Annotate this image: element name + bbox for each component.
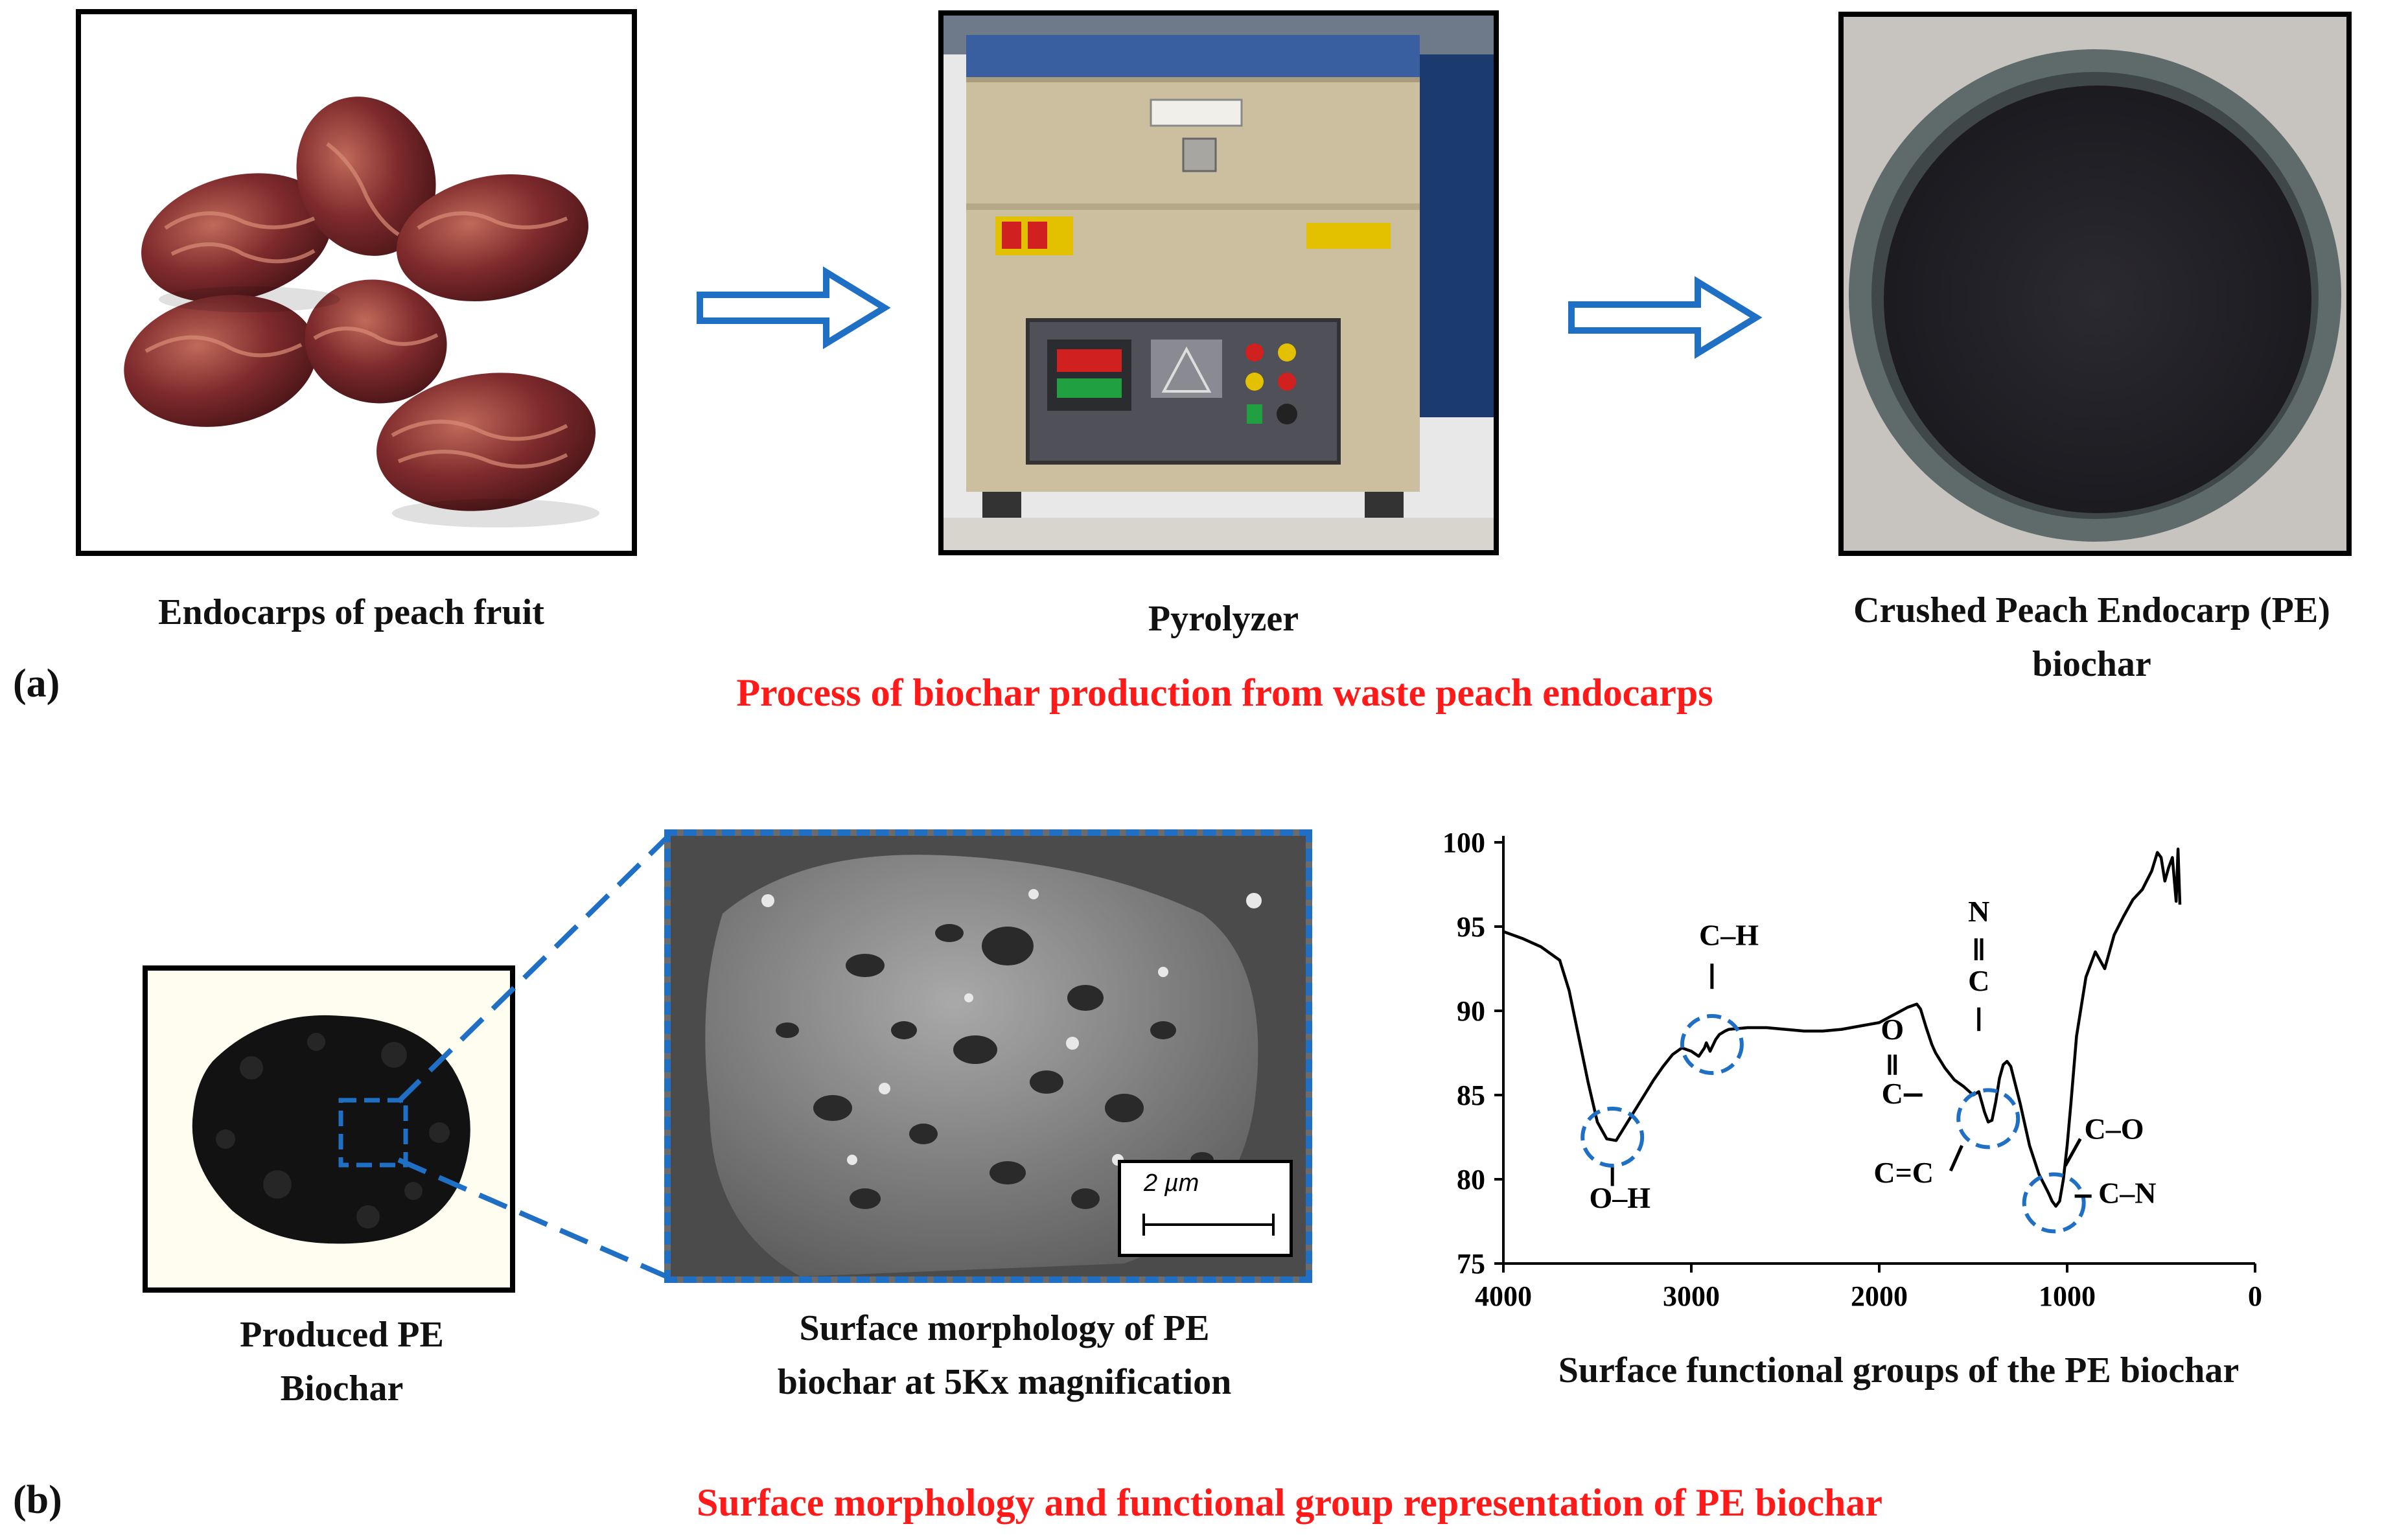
caption-crushed-line2: biochar	[2032, 644, 2151, 684]
annotation-cc: C=C	[1873, 1156, 1934, 1189]
ftir-peak-marker	[1680, 1014, 1744, 1075]
crushed-biochar-illustration	[1844, 17, 2346, 551]
ftir-y-tick-label: 80	[1457, 1164, 1485, 1195]
process-arrow-2	[1568, 276, 1763, 359]
ftir-x-tick-label: 2000	[1851, 1280, 1908, 1312]
photo-produced-biochar	[143, 965, 515, 1293]
annotation-ch: C–H	[1699, 919, 1759, 952]
ftir-x-tick-label: 3000	[1663, 1280, 1720, 1312]
caption-sem-line1: Surface morphology of PE	[799, 1308, 1210, 1348]
process-arrow-1	[697, 266, 891, 349]
ftir-y-tick-label: 75	[1457, 1248, 1485, 1280]
pyrolyzer-illustration	[944, 16, 1494, 550]
caption-produced-line1: Produced PE	[240, 1315, 444, 1355]
scale-bar-line	[1142, 1214, 1275, 1236]
ftir-y-tick-label: 100	[1442, 827, 1485, 859]
produced-biochar-illustration	[148, 971, 510, 1287]
peach-endocarps-illustration	[124, 97, 599, 527]
sem-image: 2 µm	[664, 829, 1312, 1283]
scale-bar-label: 2 µm	[1144, 1170, 1199, 1197]
ftir-peak-marker	[2022, 1172, 2086, 1234]
ftir-series-line	[1503, 848, 2182, 1208]
ftir-y-tick-label: 95	[1457, 911, 1485, 943]
bond-line	[1949, 1144, 1963, 1172]
caption-pyrolyzer: Pyrolyzer	[1148, 599, 1299, 639]
ftir-peak-marker	[1580, 1107, 1645, 1168]
caption-crushed-line1: Crushed Peach Endocarp (PE)	[1853, 590, 2330, 630]
caption-sem-line2: biochar at 5Kx magnification	[777, 1362, 1232, 1402]
ftir-x-tick-label: 0	[2248, 1280, 2262, 1312]
photo-pyrolyzer	[938, 10, 1499, 555]
photo-peach-endocarps	[76, 9, 637, 556]
annotation-carbonyl-c: C	[1882, 1077, 1903, 1110]
panel-label-b: (b)	[13, 1478, 62, 1522]
ftir-peak-marker	[1956, 1088, 2020, 1149]
panel-label-a: (a)	[13, 662, 60, 706]
scale-bar-box: 2 µm	[1118, 1160, 1293, 1257]
ftir-x-tick-label: 1000	[2039, 1280, 2096, 1312]
photo-crushed-biochar	[1838, 12, 2352, 556]
panel-a-title: Process of biochar production from waste…	[736, 671, 1713, 714]
annotation-nc-c: C	[1968, 964, 1989, 997]
ftir-y-tick-label: 90	[1457, 995, 1485, 1027]
bond-line	[2063, 1138, 2082, 1167]
annotation-cn: C–N	[2098, 1176, 2156, 1209]
ftir-y-tick-label: 85	[1457, 1079, 1485, 1111]
caption-endocarps: Endocarps of peach fruit	[158, 592, 544, 632]
annotation-carbonyl-o: O	[1881, 1013, 1904, 1046]
annotation-co: C–O	[2085, 1113, 2144, 1146]
ftir-x-tick-label: 4000	[1475, 1280, 1532, 1312]
panel-b-title: Surface morphology and functional group …	[696, 1481, 1883, 1524]
annotation-oh: O–H	[1590, 1181, 1651, 1214]
annotation-n: N	[1968, 895, 1989, 928]
caption-produced-line2: Biochar	[280, 1368, 404, 1409]
caption-ftir: Surface functional groups of the PE bioc…	[1558, 1350, 2240, 1391]
